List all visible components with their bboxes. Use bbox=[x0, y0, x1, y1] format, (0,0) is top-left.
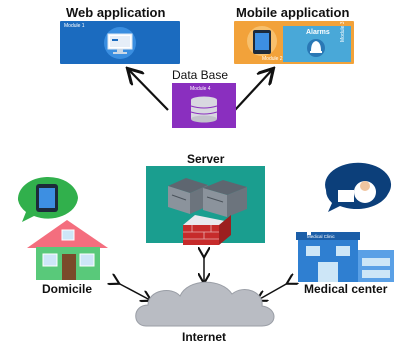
internet-title: Internet bbox=[182, 330, 227, 344]
database-module-label: Module 4 bbox=[190, 86, 211, 92]
arrow-db-to-web bbox=[129, 70, 169, 111]
server-panel bbox=[146, 166, 265, 243]
database-panel bbox=[172, 83, 236, 128]
web-app-module-label: Module 1 bbox=[64, 23, 85, 29]
mobile-app-panel bbox=[234, 21, 354, 64]
medical-sign-label: Medical Clinic bbox=[307, 234, 335, 239]
arrow-medical-internet bbox=[258, 283, 288, 300]
database-title: Data Base bbox=[172, 68, 229, 82]
domicile-house bbox=[17, 176, 108, 280]
firewall-icon bbox=[183, 215, 231, 245]
web-app-panel bbox=[60, 21, 180, 64]
web-app-title: Web application bbox=[66, 5, 166, 20]
arrow-db-to-mobile bbox=[234, 70, 272, 111]
mobile-module3-label: Module 3 bbox=[340, 21, 346, 42]
mobile-alarms-label: Alarms bbox=[306, 29, 330, 36]
domicile-title: Domicile bbox=[42, 282, 93, 296]
medical-title: Medical center bbox=[304, 282, 388, 296]
arrow-domicile-internet bbox=[118, 283, 150, 300]
medical-center bbox=[296, 162, 394, 282]
mobile-app-title: Mobile application bbox=[236, 5, 350, 20]
server-title: Server bbox=[187, 152, 225, 166]
mobile-module2-label: Module 2 bbox=[262, 56, 283, 62]
internet-cloud bbox=[135, 281, 275, 327]
